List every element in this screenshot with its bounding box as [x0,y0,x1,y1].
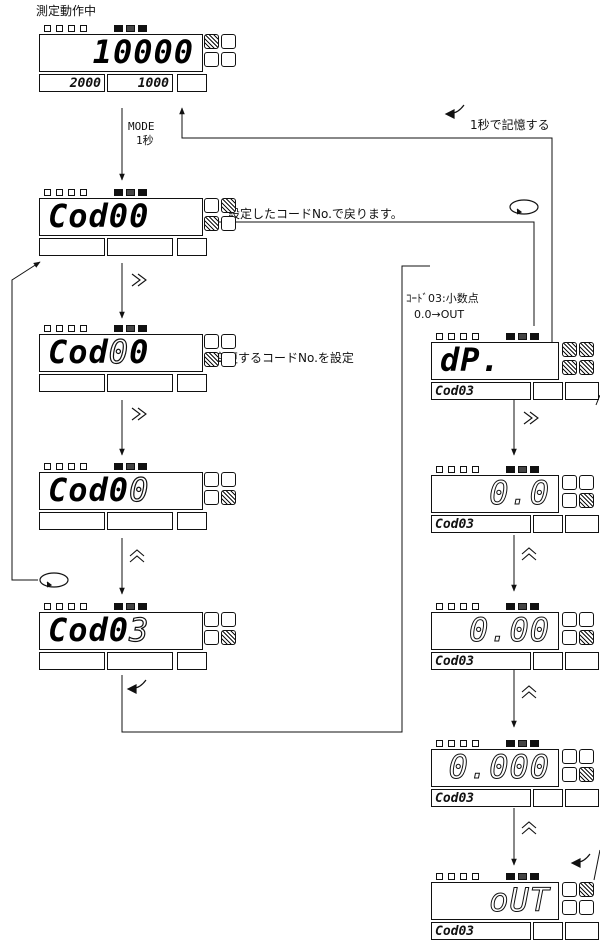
sub-display: Cod03 [431,382,531,400]
sub-display: Cod03 [431,922,531,940]
save-label: 1秒で記憶する [470,118,550,132]
sub-display-1: 2000 [39,74,105,92]
chevron-up-icon [521,821,537,829]
main-display: Cod00 [48,197,150,235]
sub-display-2: 1000 [107,74,173,92]
chevron-right-icon [131,407,141,421]
chevron-up-icon [521,685,537,693]
digit-outline: 0 [108,332,130,371]
r5-right-tick [593,849,600,881]
main-display: dP. [440,341,501,379]
code03-label-2: 0.0→OUT [414,308,465,321]
return-note: 設定したコードNo.で戻ります。 [228,207,403,221]
main-display: 0.00 [468,611,550,650]
chevron-up-icon [521,547,537,555]
r1-right-tick [595,394,600,406]
digit-outline: 0 [128,470,150,509]
arrow-right-to-p2 [209,219,535,326]
set-code-note: 変更するコードNo.を設定 [214,351,354,365]
chevron-right-icon [131,273,141,287]
arrow-p5-right [121,265,430,733]
sub-display: Cod03 [431,652,531,670]
rotate-icon [39,572,69,588]
main-display-prefix: Cod0 [48,471,130,509]
rotate-icon [509,199,539,215]
digit-outline: 3 [128,610,150,649]
main-display-prefix: Cod [48,333,109,371]
sub-display: Cod03 [431,515,531,533]
title-label: 測定動作中 [36,4,97,18]
main-display: 0.0 [489,474,550,513]
return-to-p1 [179,107,553,372]
sub-display: Cod03 [431,789,531,807]
code03-label-1: ｺｰﾄﾞ03:小数点 [406,292,479,305]
main-display-prefix: Cod0 [48,611,130,649]
chevron-up-icon [129,549,145,557]
main-display: 0.000 [448,748,550,787]
main-display: 10000 [92,33,194,71]
loop-left [11,261,41,581]
chevron-right-icon [523,411,533,425]
main-display: oUT [489,881,550,920]
mode-time-label: 1秒 [136,134,154,147]
mode-label: MODE [128,120,155,133]
digit-solid: 0 [129,333,150,371]
